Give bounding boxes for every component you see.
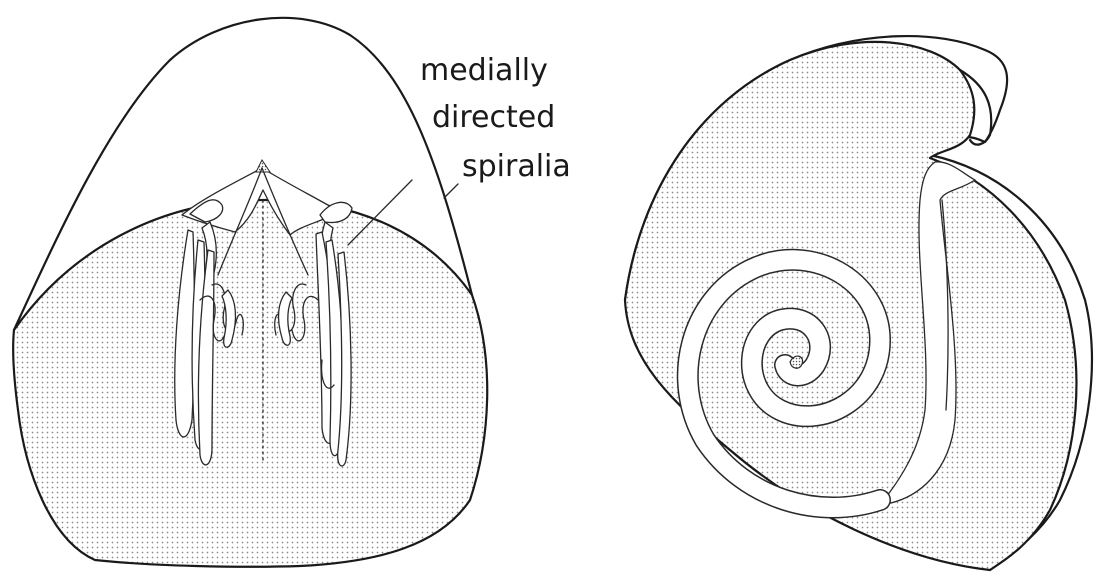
spiralia-callout: medially directed spiralia (348, 53, 571, 245)
callout-label-line3: spiralia (462, 149, 571, 184)
left-valve-body (13, 200, 487, 567)
right-specimen (625, 36, 1092, 570)
right-shell-body (625, 42, 1076, 570)
callout-label-line2: directed (432, 100, 555, 135)
callout-label-line1: medially (420, 53, 548, 88)
callout-tick-mark (444, 184, 458, 198)
left-specimen (13, 18, 487, 567)
